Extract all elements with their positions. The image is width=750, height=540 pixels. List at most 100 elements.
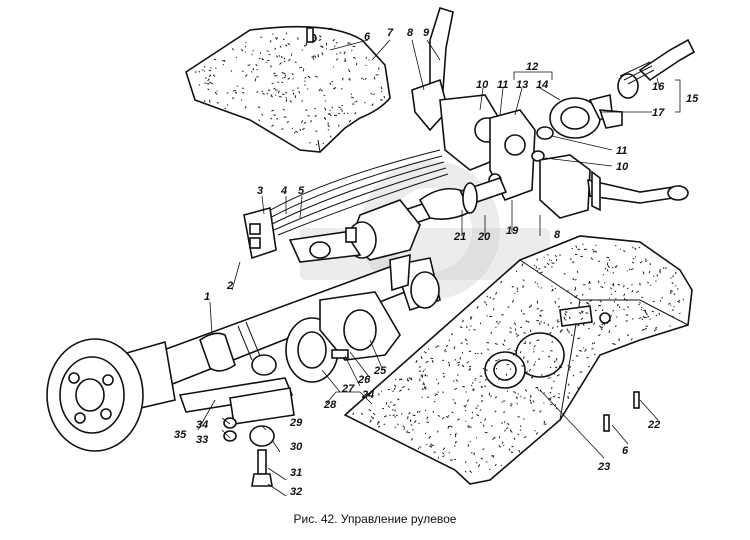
texture-speck [460,341,463,345]
texture-speck [535,386,538,389]
texture-speck [514,350,517,352]
texture-speck [502,343,505,346]
texture-speck [244,45,247,48]
texture-speck [327,122,329,125]
texture-speck [343,51,346,55]
texture-speck [285,92,288,94]
texture-speck [412,429,414,431]
texture-speck [586,356,589,359]
texture-speck [262,92,265,95]
texture-speck [285,44,288,47]
texture-speck [655,326,658,329]
texture-speck [235,56,238,59]
texture-speck [654,329,656,332]
texture-speck [530,395,532,398]
texture-speck [495,320,498,323]
texture-speck [226,104,229,106]
texture-speck [592,250,596,253]
texture-speck [574,279,577,281]
texture-speck [251,53,253,55]
texture-speck [492,437,495,441]
texture-speck [394,426,396,429]
texture-speck [520,326,523,329]
ignition-lock [549,38,696,139]
texture-speck [465,391,467,393]
texture-speck [503,421,506,423]
texture-speck [534,281,537,283]
texture-speck [529,399,532,402]
texture-speck [641,318,644,321]
texture-speck [278,54,280,57]
texture-speck [410,424,413,426]
texture-speck [644,260,648,262]
texture-speck [209,81,211,83]
texture-speck [675,285,677,287]
texture-speck [276,55,278,58]
texture-speck [297,37,300,40]
texture-speck [421,388,424,391]
texture-speck [338,106,341,108]
texture-speck [578,312,582,314]
texture-speck [554,403,557,406]
texture-speck [495,360,498,362]
texture-speck [626,270,628,272]
texture-speck [368,409,372,412]
texture-speck [256,90,259,94]
texture-speck [285,96,287,99]
texture-speck [488,392,490,396]
texture-speck [676,288,679,290]
texture-speck [549,376,551,379]
label-33: 33 [196,434,208,446]
texture-speck [539,410,542,413]
texture-speck [507,422,510,426]
texture-speck [486,342,490,344]
texture-speck [419,446,422,448]
texture-speck [425,360,429,363]
texture-speck [435,346,437,349]
texture-speck [522,279,525,282]
texture-speck [522,285,524,288]
texture-speck [642,315,646,319]
label-27: 27 [341,383,355,395]
texture-speck [632,246,634,249]
label-1: 1 [204,291,210,303]
texture-speck [543,423,547,425]
texture-speck [364,101,366,104]
texture-speck [301,100,303,102]
texture-speck [548,397,552,401]
texture-speck [606,269,609,272]
texture-speck [469,470,472,474]
texture-speck [474,379,476,381]
texture-speck [271,109,275,112]
texture-speck [350,93,353,95]
texture-speck [557,305,561,309]
texture-speck [418,422,420,425]
texture-speck [524,389,528,392]
texture-speck [520,309,522,312]
label-22: 22 [647,419,660,431]
texture-speck [522,418,525,420]
texture-speck [435,378,438,381]
texture-speck [488,359,491,362]
texture-speck [396,398,400,401]
texture-speck [407,416,409,420]
texture-speck [498,358,500,361]
texture-speck [661,297,664,299]
texture-speck [281,128,284,130]
texture-speck [406,430,408,434]
texture-speck [212,74,216,77]
texture-speck [285,98,288,102]
texture-speck [426,444,428,446]
texture-speck [393,384,397,388]
texture-speck [612,282,615,285]
texture-speck [420,355,423,360]
texture-speck [347,42,350,44]
texture-speck [370,92,372,95]
texture-speck [426,416,429,420]
texture-speck [251,71,253,73]
texture-speck [260,36,263,38]
label-26: 26 [357,374,371,386]
texture-speck [418,370,422,372]
texture-speck [614,325,617,327]
